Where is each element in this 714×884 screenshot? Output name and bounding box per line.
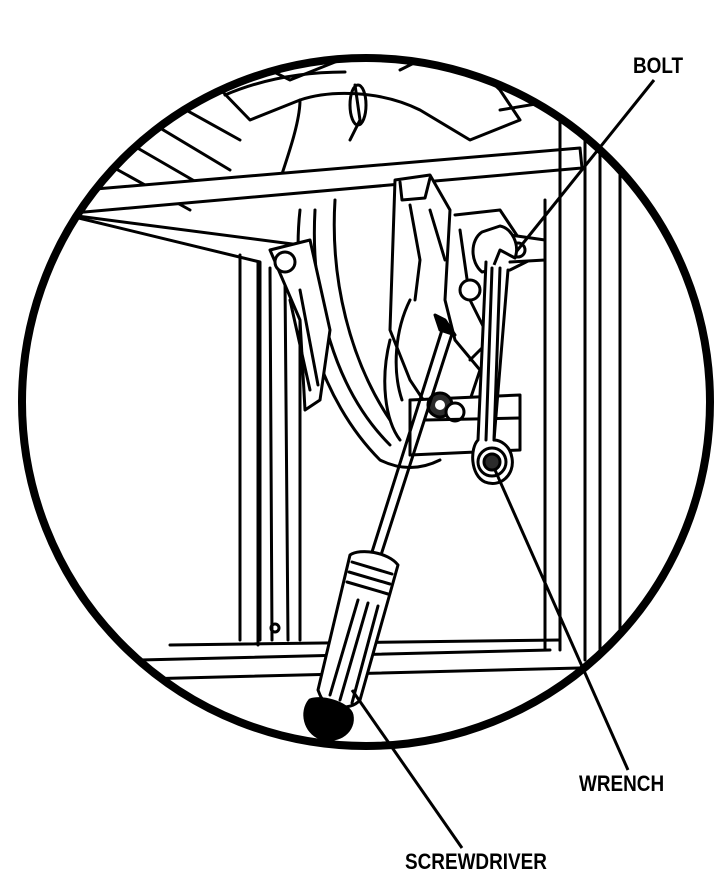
screwdriver-leader-line [352,690,462,848]
arbor-assembly [385,175,545,455]
screwdriver-label: SCREWDRIVER [405,851,547,873]
frame-posts-left [240,255,300,645]
wrench-label: WRENCH [579,773,664,795]
frame-posts-right [545,100,620,690]
bolt-label: BOLT [633,55,683,77]
